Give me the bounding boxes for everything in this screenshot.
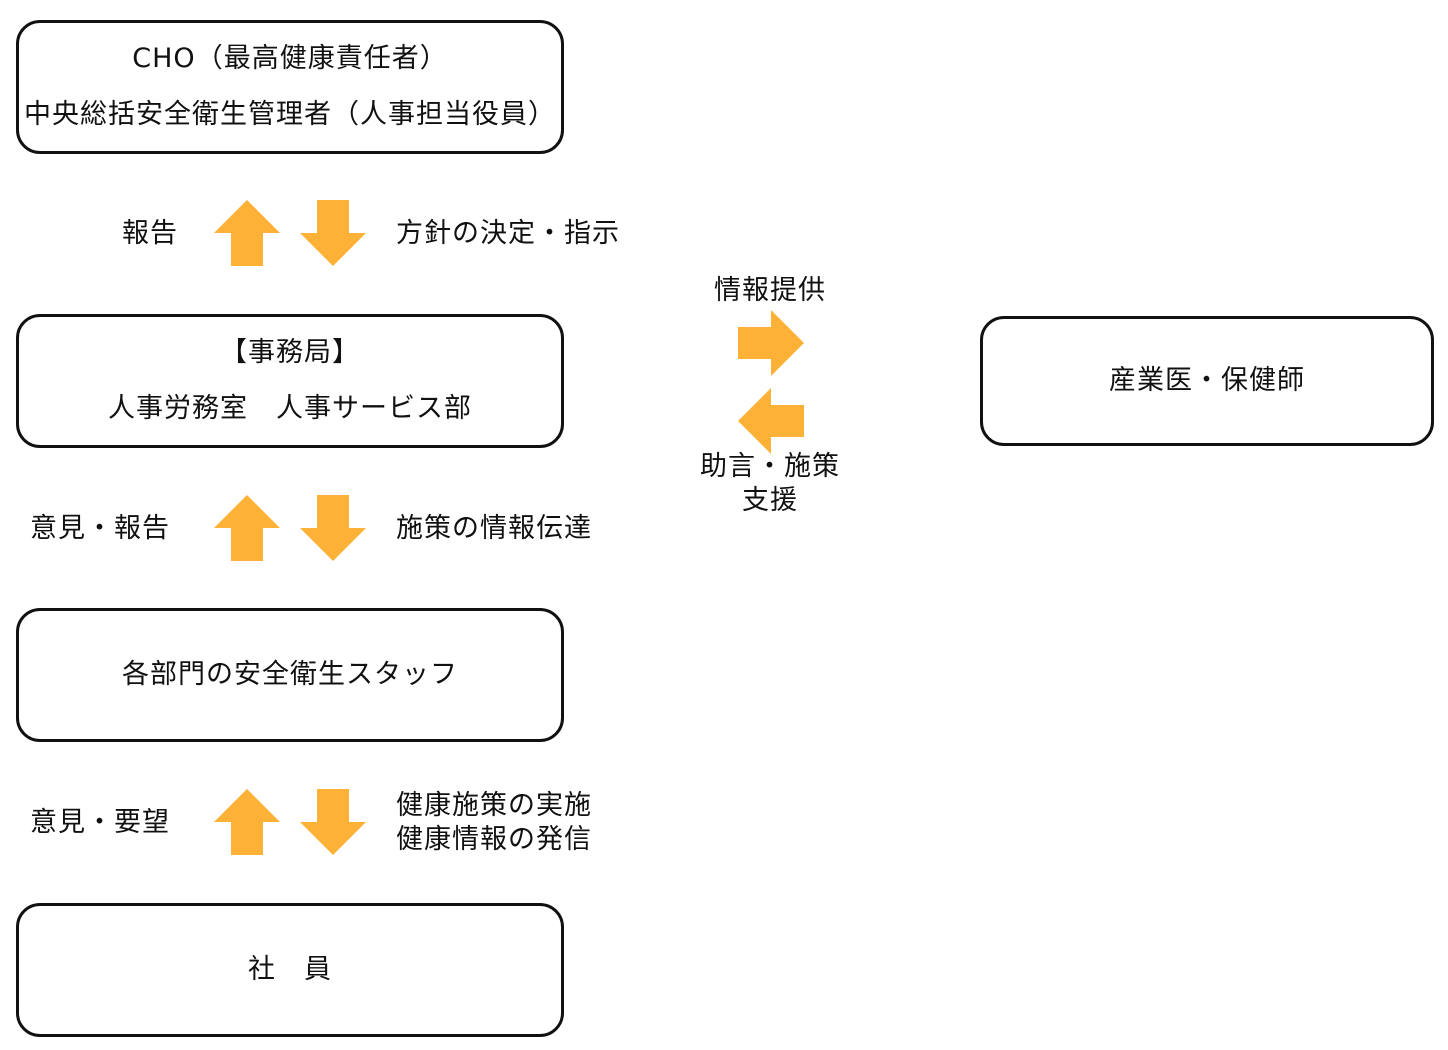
- employees-box: 社 員: [16, 903, 564, 1037]
- side-left-line1: 助言・施策: [700, 451, 840, 482]
- tier1-up-label: 報告: [122, 218, 178, 249]
- tier3-down-label: 健康施策の実施 健康情報の発信: [396, 789, 592, 857]
- side-left-line2: 支援: [742, 485, 798, 516]
- arrow-right-icon: [738, 310, 804, 376]
- arrow-up-shape: [214, 789, 280, 855]
- tier1-down-label: 方針の決定・指示: [396, 218, 620, 249]
- dept-staff-box: 各部門の安全衛生スタッフ: [16, 608, 564, 742]
- tier2-up-label: 意見・報告: [30, 513, 170, 544]
- arrow-up-shape: [214, 495, 280, 561]
- arrow-down-icon: [300, 789, 366, 855]
- secretariat-departments: 人事労務室 人事サービス部: [108, 393, 472, 424]
- employees-label: 社 員: [248, 954, 332, 985]
- cho-title: CHO（最高健康責任者）: [132, 43, 448, 74]
- tier2-down-label: 施策の情報伝達: [396, 513, 592, 544]
- dept-staff-label: 各部門の安全衛生スタッフ: [122, 659, 458, 690]
- industrial-physician-box: 産業医・保健師: [980, 316, 1434, 446]
- arrow-up-icon: [214, 200, 280, 266]
- arrow-up-shape: [214, 200, 280, 266]
- tier3-down-line1: 健康施策の実施: [396, 790, 592, 821]
- arrow-up-icon: [214, 789, 280, 855]
- arrow-right-shape: [738, 310, 804, 376]
- secretariat-box: 【事務局】 人事労務室 人事サービス部: [16, 314, 564, 448]
- tier3-up-label: 意見・要望: [30, 807, 170, 838]
- arrow-down-icon: [300, 200, 366, 266]
- cho-subtitle: 中央総括安全衛生管理者（人事担当役員）: [24, 99, 556, 130]
- cho-box: CHO（最高健康責任者） 中央総括安全衛生管理者（人事担当役員）: [16, 20, 564, 154]
- secretariat-title: 【事務局】: [220, 337, 360, 368]
- arrow-up-icon: [214, 495, 280, 561]
- side-left-label: 助言・施策 支援: [670, 450, 870, 518]
- arrow-down-shape: [300, 789, 366, 855]
- arrow-down-shape: [300, 495, 366, 561]
- tier3-down-line2: 健康情報の発信: [396, 824, 592, 855]
- arrow-down-icon: [300, 495, 366, 561]
- arrow-left-shape: [738, 388, 804, 454]
- arrow-down-shape: [300, 200, 366, 266]
- industrial-physician-label: 産業医・保健師: [1109, 365, 1305, 396]
- arrow-left-icon: [738, 388, 804, 454]
- side-right-label: 情報提供: [714, 275, 826, 306]
